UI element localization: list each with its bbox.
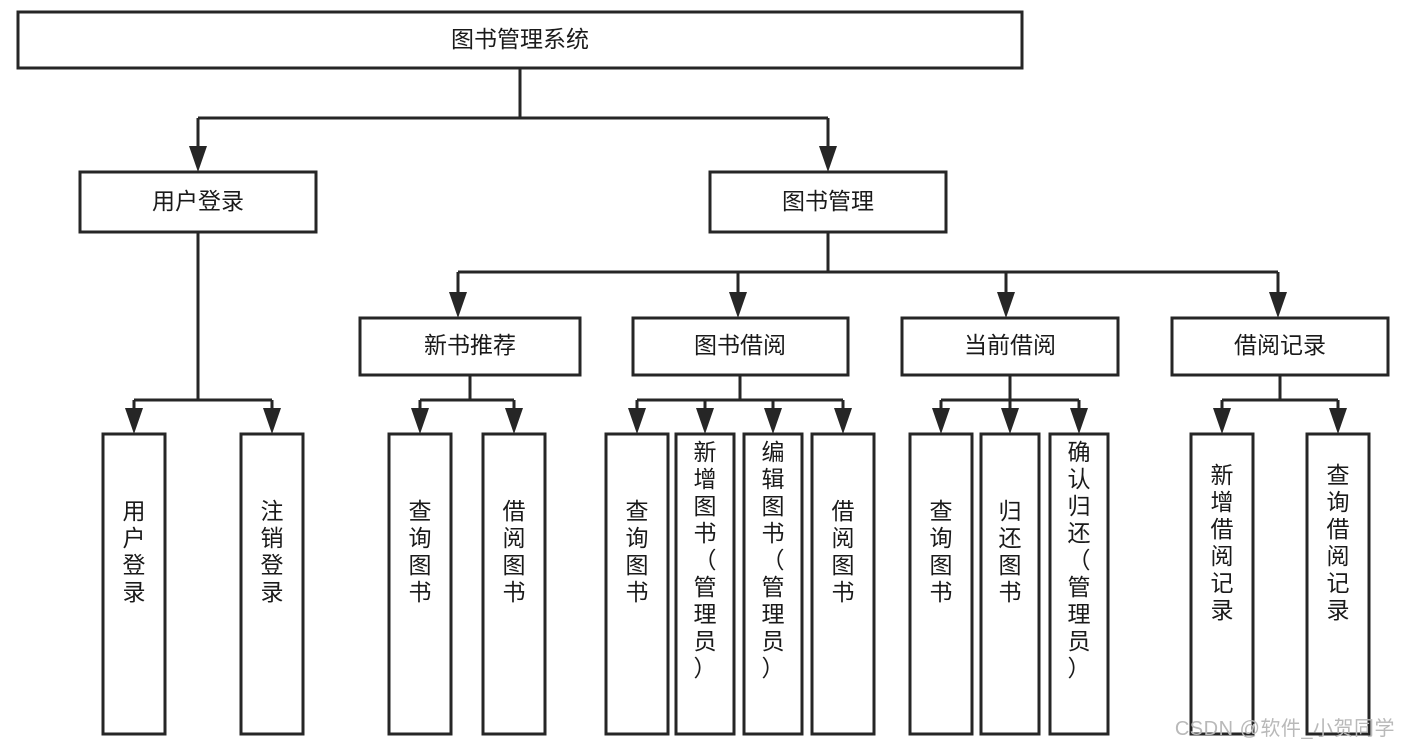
node-book-management[interactable]: 图书管理 (708, 170, 948, 234)
node-leaf-add-book[interactable]: 新增图书（管理员） (674, 432, 736, 736)
node-leaf-add-book-label: 新增图书（管理员） (694, 439, 717, 681)
arrow-head-borrow-record (1269, 292, 1287, 318)
node-book-borrow[interactable]: 图书借阅 (631, 316, 850, 377)
node-leaf-user-login[interactable]: 用户登录 (101, 432, 167, 736)
node-leaf-edit-book-label: 编辑图书（管理员） (762, 439, 785, 681)
node-leaf-query-book-1[interactable]: 查询图书 (387, 432, 453, 736)
node-root-label: 图书管理系统 (451, 26, 589, 52)
arrow-head-new-book-recommend (449, 292, 467, 318)
arrow-head-book-borrow (729, 292, 747, 318)
node-leaf-borrow-book-1[interactable]: 借阅图书 (481, 432, 547, 736)
node-leaf-query-book-1-label: 查询图书 (409, 498, 432, 605)
node-leaf-borrow-book-2[interactable]: 借阅图书 (810, 432, 876, 736)
connector-current-borrow-to-leaves (932, 375, 1088, 434)
connector-book-management-to-level3 (449, 232, 1287, 318)
node-current-borrow-label: 当前借阅 (964, 332, 1056, 358)
node-leaf-borrow-book-2-label: 借阅图书 (832, 498, 855, 605)
node-leaf-user-login-label: 用户登录 (123, 498, 146, 605)
node-new-book-recommend[interactable]: 新书推荐 (358, 316, 582, 377)
node-leaf-borrow-book-1-label: 借阅图书 (503, 498, 526, 605)
connector-new-book-recommend-to-leaves (411, 375, 523, 434)
node-borrow-record[interactable]: 借阅记录 (1170, 316, 1390, 377)
node-root[interactable]: 图书管理系统 (16, 10, 1024, 70)
arrow-head-current-borrow (997, 292, 1015, 318)
node-leaf-confirm-return-label: 确认归还（管理员） (1068, 439, 1091, 681)
node-leaf-query-record-label: 查询借阅记录 (1327, 462, 1350, 623)
connector-borrow-record-to-leaves (1213, 375, 1347, 434)
node-leaf-query-book-2[interactable]: 查询图书 (604, 432, 670, 736)
node-book-borrow-label: 图书借阅 (694, 332, 786, 358)
connector-root-to-level2 (189, 68, 837, 172)
arrow-head-book-management (819, 146, 837, 172)
connector-user-login-to-leaves (125, 232, 281, 434)
node-leaf-return-book-label: 归还图书 (999, 498, 1022, 605)
node-leaf-user-logout[interactable]: 注销登录 (239, 432, 305, 736)
node-leaf-query-book-2-label: 查询图书 (626, 498, 649, 605)
node-current-borrow[interactable]: 当前借阅 (900, 316, 1120, 377)
node-leaf-return-book[interactable]: 归还图书 (979, 432, 1041, 736)
node-leaf-confirm-return[interactable]: 确认归还（管理员） (1048, 432, 1110, 736)
node-leaf-add-record-label: 新增借阅记录 (1211, 462, 1234, 623)
node-leaf-edit-book[interactable]: 编辑图书（管理员） (742, 432, 804, 736)
node-user-login[interactable]: 用户登录 (78, 170, 318, 234)
node-user-login-label: 用户登录 (152, 188, 244, 214)
arrow-head-user-login (189, 146, 207, 172)
node-leaf-query-record[interactable]: 查询借阅记录 (1305, 432, 1371, 736)
node-leaf-query-book-3[interactable]: 查询图书 (908, 432, 974, 736)
node-leaf-add-record[interactable]: 新增借阅记录 (1189, 432, 1255, 736)
node-leaf-user-logout-label: 注销登录 (261, 498, 284, 605)
connector-book-borrow-to-leaves (628, 375, 852, 434)
node-new-book-recommend-label: 新书推荐 (424, 332, 516, 358)
node-leaf-query-book-3-label: 查询图书 (930, 498, 953, 605)
node-book-management-label: 图书管理 (782, 188, 874, 214)
node-borrow-record-label: 借阅记录 (1234, 332, 1326, 358)
